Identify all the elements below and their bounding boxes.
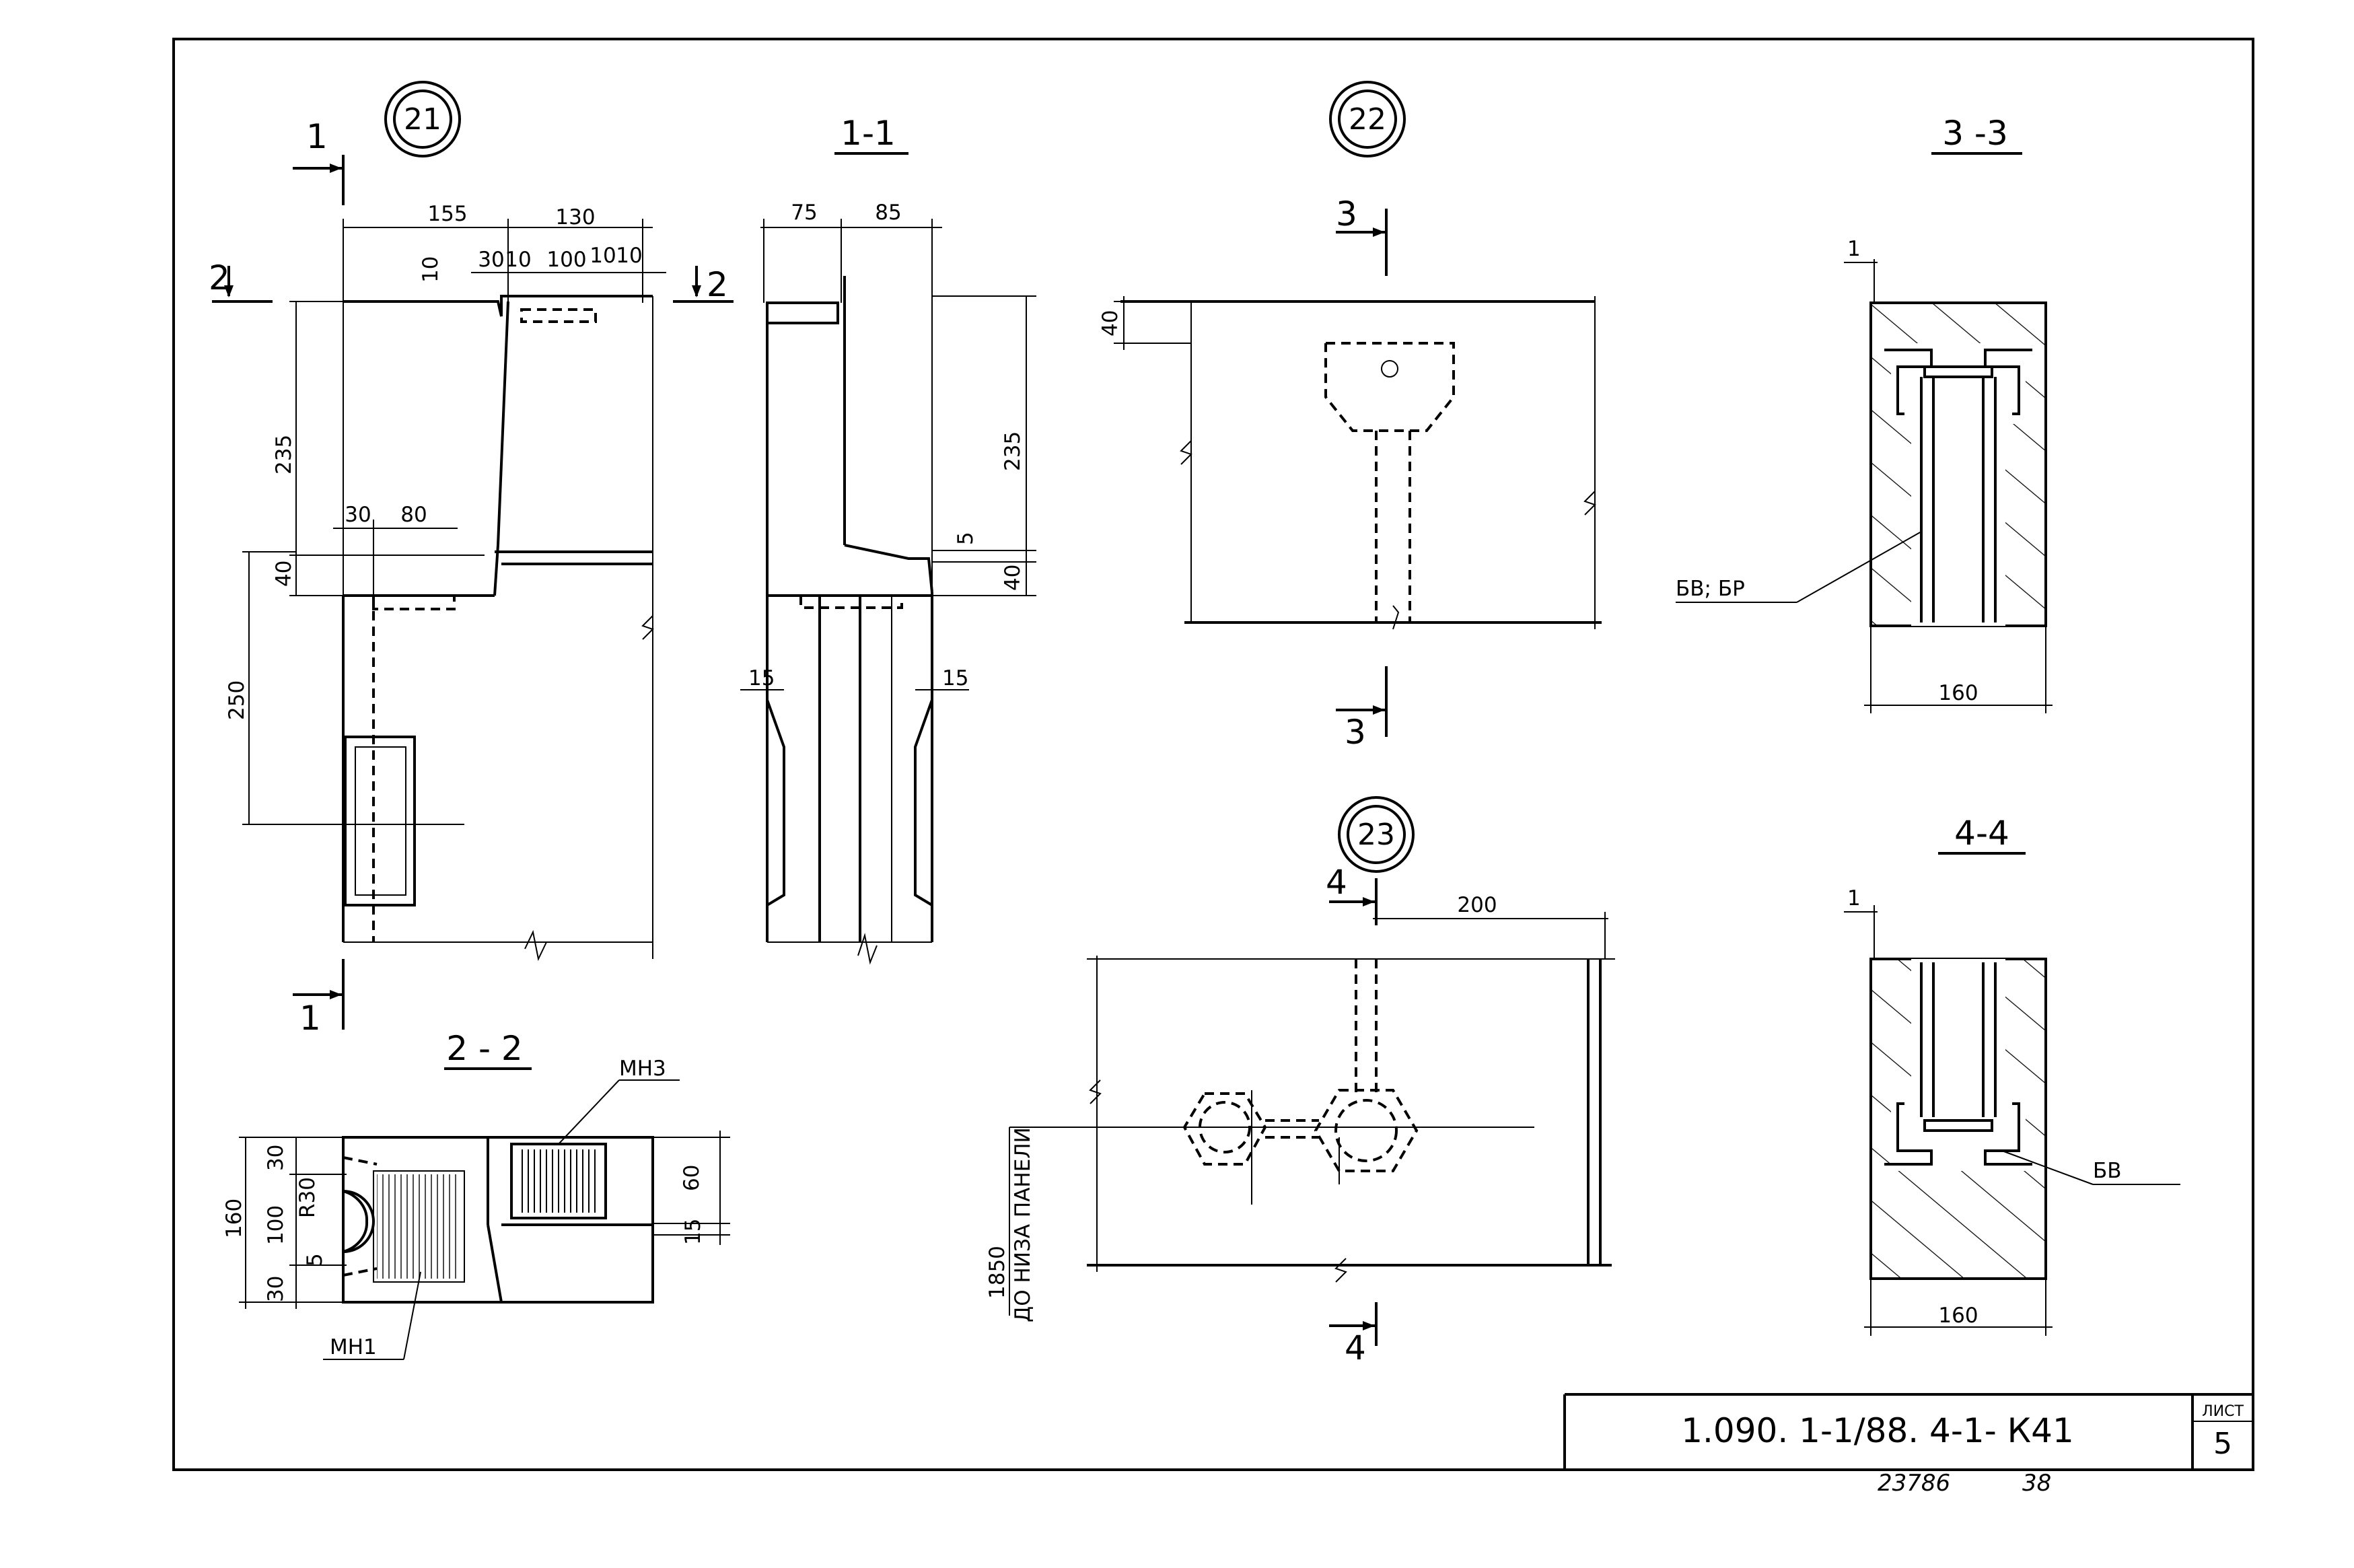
dim-250: 250	[225, 680, 249, 720]
dim-100-2-2: 100	[264, 1205, 288, 1245]
section-2-2-title: 2 - 2	[446, 1029, 522, 1068]
dim-85: 85	[875, 201, 901, 225]
cut-mark-1-bottom: 1	[299, 999, 321, 1038]
dim-235-left: 235	[272, 435, 296, 474]
dim-200: 200	[1457, 893, 1497, 917]
node-21-drawing: 21 1 1 2 2 155 130 30 10 100 10 10 10	[209, 81, 734, 1038]
dim-40-right: 40	[1001, 565, 1025, 591]
section-1-1-title: 1-1	[841, 114, 896, 153]
sheet-frame	[172, 38, 2254, 1471]
dim-5: 5	[954, 532, 978, 545]
dim-30-top-2-2: 30	[264, 1145, 288, 1171]
cut-mark-4-top: 4	[1326, 863, 1347, 902]
node-21-label: 21	[404, 102, 441, 137]
dim-160-4-4: 160	[1938, 1304, 1978, 1328]
node-21-marker	[384, 81, 461, 157]
cut-mark-3-top: 3	[1336, 194, 1357, 234]
section-2-2-drawing: 2 - 2 160 30 100 30 R30 5 60 15 МН3	[222, 1029, 730, 1360]
dim-30-bottom-2-2: 30	[264, 1276, 288, 1302]
elev-text: ДО НИЗА ПАНЕЛИ	[1011, 1127, 1035, 1322]
section-4-4-title: 4-4	[1954, 814, 2009, 853]
dim-160-2-2: 160	[222, 1199, 246, 1238]
dim-100: 100	[546, 248, 586, 272]
sheet-number: 5	[2213, 1427, 2232, 1461]
dim-60: 60	[680, 1165, 704, 1191]
stamp-left: 23786	[1878, 1470, 1950, 1497]
dim-80: 80	[400, 503, 427, 527]
node-22-label: 22	[1349, 102, 1386, 137]
dim-15-left: 15	[748, 666, 775, 690]
dim-1-3-3: 1	[1847, 237, 1861, 261]
dim-10a: 10	[505, 248, 531, 272]
label-bv-br: БВ; БР	[1676, 577, 1745, 601]
dim-5-2-2: 5	[303, 1253, 327, 1267]
node-22-drawing: 22 3 3 40	[1098, 81, 1602, 752]
dim-15-right: 15	[942, 666, 968, 690]
dim-155: 155	[427, 202, 467, 226]
document-code: 1.090. 1-1/88. 4-1- К41	[1681, 1411, 2074, 1450]
node-23-label: 23	[1357, 818, 1395, 852]
cut-mark-2-right: 2	[707, 265, 728, 304]
title-block: 1.090. 1-1/88. 4-1- К41 ЛИСТ 5 23786 38	[1563, 1393, 2253, 1497]
cut-mark-1-top: 1	[306, 117, 328, 156]
label-mn3: МН3	[619, 1057, 666, 1081]
dim-40-n22: 40	[1098, 310, 1122, 336]
dim-75: 75	[791, 201, 817, 225]
label-mn1: МН1	[330, 1335, 377, 1359]
section-4-4-drawing: 4-4 160 1 БВ	[1844, 814, 2180, 1336]
dim-30: 30	[478, 248, 504, 272]
dim-235-right: 235	[1001, 431, 1025, 471]
section-3-3-drawing: 3 -3 160 1 БВ; БР	[1676, 114, 2053, 713]
section-3-3-title: 3 -3	[1942, 114, 2008, 153]
dim-10-vertical: 10	[419, 256, 443, 283]
dim-30-b: 30	[345, 503, 371, 527]
dim-160-3-3: 160	[1938, 681, 1978, 705]
node-23-drawing: 23 4 4 200 1850 ДО НИЗА ПАНЕЛИ	[985, 796, 1615, 1367]
dim-10b: 10	[590, 244, 616, 268]
node-23-marker	[1338, 796, 1415, 873]
cut-mark-4-bottom: 4	[1345, 1328, 1366, 1367]
stamp-right: 38	[2022, 1470, 2051, 1497]
elev-value: 1850	[985, 1246, 1009, 1299]
dim-40-left: 40	[272, 561, 296, 587]
dim-15-2-2: 15	[681, 1219, 705, 1245]
cut-mark-3-bottom: 3	[1345, 713, 1366, 752]
dim-130: 130	[555, 205, 595, 229]
node-22-marker	[1329, 81, 1406, 157]
label-bv: БВ	[2093, 1159, 2122, 1183]
cut-mark-2-left: 2	[209, 258, 230, 297]
dim-10c: 10	[616, 244, 642, 268]
section-1-1-drawing: 1-1 75 85 235 5 40 15 15	[740, 114, 1036, 965]
dim-1-4-4: 1	[1847, 886, 1861, 911]
dim-R30: R30	[295, 1177, 320, 1218]
sheet-label: ЛИСТ	[2202, 1403, 2244, 1420]
